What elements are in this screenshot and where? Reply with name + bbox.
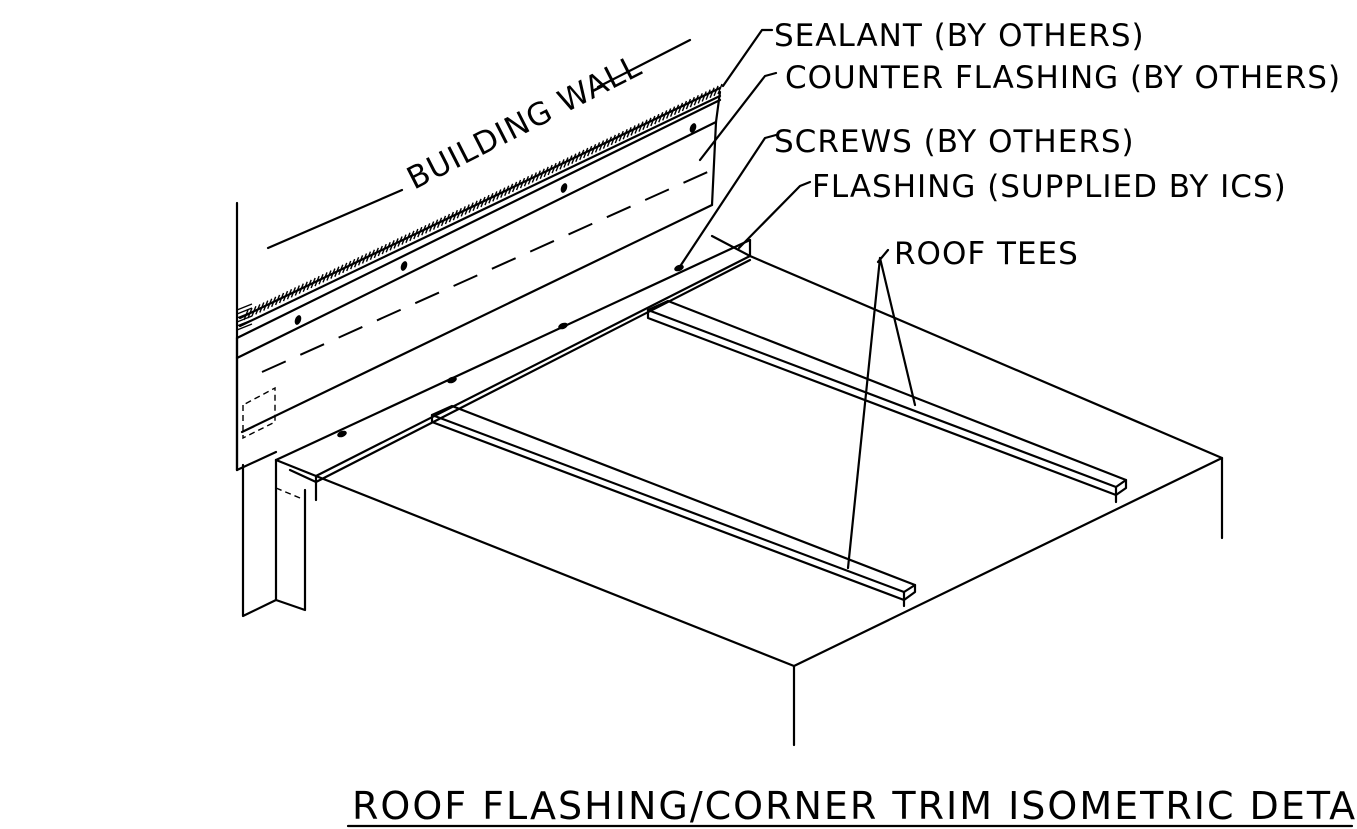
flashing bbox=[274, 234, 752, 502]
flashing-label: FLASHING (SUPPLIED BY ICS) bbox=[812, 169, 1287, 205]
roof-tee-1 bbox=[430, 404, 917, 608]
corner-post bbox=[241, 463, 307, 618]
leader-lines bbox=[677, 28, 917, 570]
counter-flashing bbox=[235, 90, 722, 472]
sealant-label: SEALANT (BY OTHERS) bbox=[774, 18, 1145, 54]
drawing-title: ROOF FLASHING/CORNER TRIM ISOMETRIC DETA… bbox=[352, 784, 1357, 828]
roof-tee-2 bbox=[646, 299, 1128, 504]
screws-label: SCREWS (BY OTHERS) bbox=[774, 124, 1135, 160]
roof-panel bbox=[314, 254, 1224, 747]
counter-flashing-label: COUNTER FLASHING (BY OTHERS) bbox=[785, 60, 1341, 96]
screws bbox=[294, 123, 697, 438]
sealant-bead bbox=[236, 83, 723, 331]
roof-tees-label: ROOF TEES bbox=[894, 236, 1079, 272]
